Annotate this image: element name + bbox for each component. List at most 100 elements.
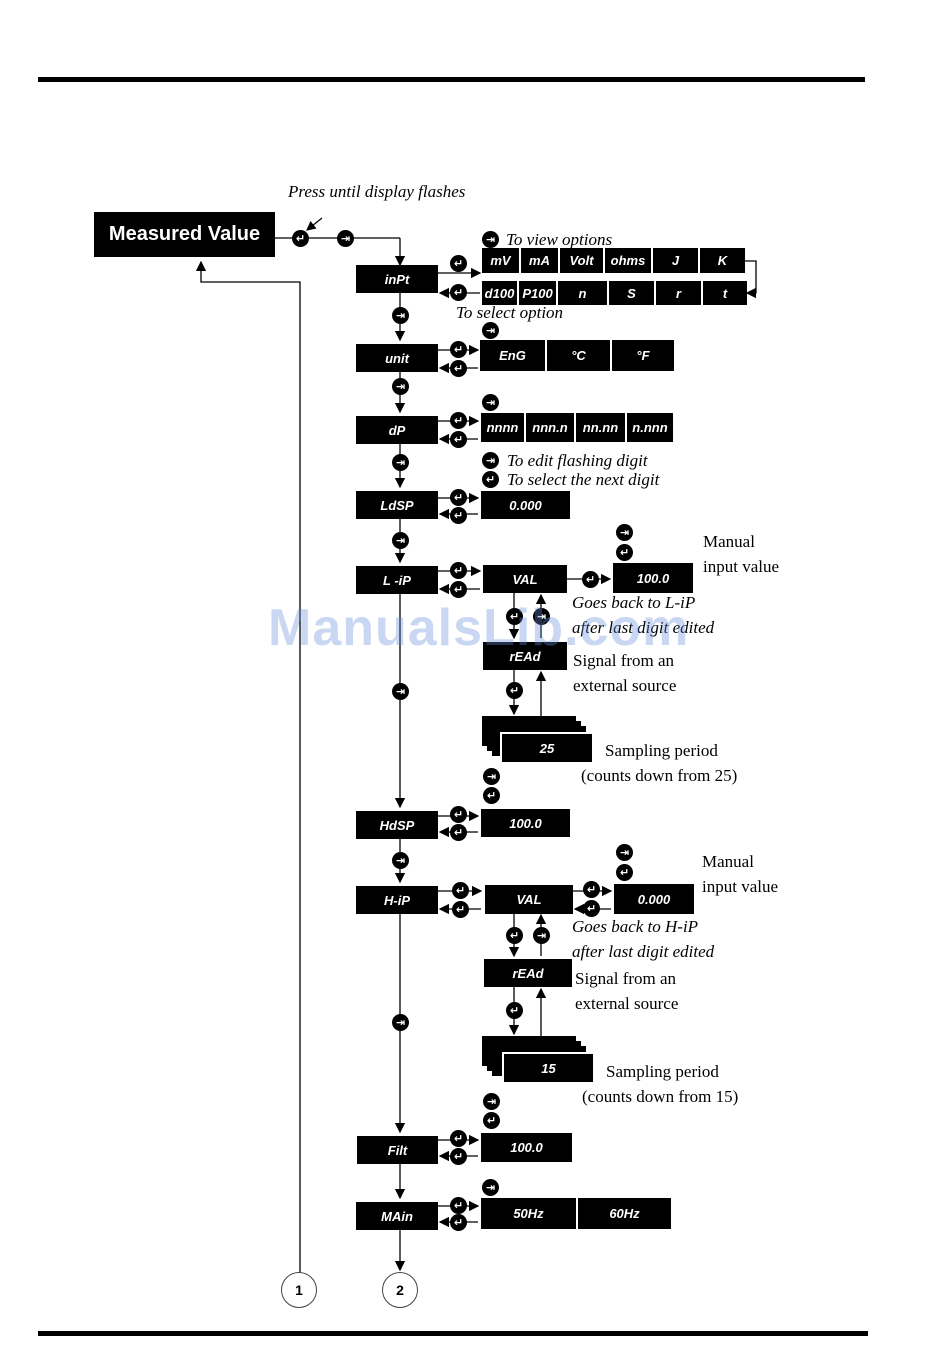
option-50Hz: 50Hz: [481, 1198, 578, 1229]
scroll-icon: ⇥: [392, 454, 409, 471]
enter-icon: ↵: [450, 412, 467, 429]
enter-icon: ↵: [450, 581, 467, 598]
edit-digit-annotation: To edit flashing digit: [507, 451, 648, 470]
H-manual-value: 0.000: [614, 884, 694, 914]
menu-HdSP: HdSP: [356, 811, 438, 839]
option-P100: P100: [519, 281, 558, 305]
L-VAL-block: VAL: [483, 565, 567, 593]
option-EnG: EnG: [480, 340, 547, 371]
enter-icon: ↵: [582, 571, 599, 588]
view-options-annotation: To view options: [506, 230, 613, 249]
menu-LdSP: LdSP: [356, 491, 438, 519]
watermark: ManualsLib.com: [268, 599, 690, 657]
connector-1: 1: [281, 1272, 317, 1308]
enter-icon: ↵: [450, 255, 467, 272]
note-line: Sampling period: [606, 1062, 719, 1081]
H-sampling-note: Sampling period (counts down from 15): [582, 1059, 738, 1109]
enter-icon: ↵: [450, 806, 467, 823]
menu-MAin: MAin: [356, 1202, 438, 1230]
enter-icon: ↵: [506, 1002, 523, 1019]
menu-Filt: Filt: [357, 1136, 438, 1164]
enter-icon: ↵: [292, 230, 309, 247]
scroll-icon: ⇥: [483, 768, 500, 785]
press-until-annotation: Press until display flashes: [288, 182, 466, 201]
L-manual-value: 100.0: [613, 563, 693, 593]
connector-2: 2: [382, 1272, 418, 1308]
note-line: Signal from an: [575, 969, 677, 988]
L-sampling-note: Sampling period (counts down from 25): [581, 738, 737, 788]
option-ohms: ohms: [605, 248, 653, 273]
next-digit-annotation: To select the next digit: [507, 470, 660, 489]
option-degF: °F: [612, 340, 674, 371]
scroll-icon: ⇥: [392, 1014, 409, 1031]
scroll-icon: ⇥: [392, 378, 409, 395]
option-nnnn: nnnn: [481, 413, 526, 442]
scroll-icon: ⇥: [533, 608, 550, 625]
option-n.nnn: n.nnn: [627, 413, 673, 442]
scroll-icon: ⇥: [392, 532, 409, 549]
scroll-icon: ⇥: [392, 307, 409, 324]
LdSP-value: 0.000: [481, 491, 570, 519]
enter-icon: ↵: [583, 900, 600, 917]
inPt-options-row1: mV mA Volt ohms J K: [482, 248, 745, 273]
L-read-block: rEAd: [483, 642, 567, 670]
menu-L-iP: L -iP: [356, 566, 438, 594]
note-line: Signal from an: [573, 651, 675, 670]
enter-icon: ↵: [616, 544, 633, 561]
L-sample-count: 25: [500, 732, 592, 762]
enter-icon: ↵: [450, 1197, 467, 1214]
scroll-icon: ⇥: [533, 927, 550, 944]
back-L-iP-annotation: Goes back to L-iP: [572, 593, 696, 612]
enter-icon: ↵: [450, 341, 467, 358]
Filt-value: 100.0: [481, 1133, 572, 1162]
option-mA: mA: [521, 248, 560, 273]
option-Volt: Volt: [560, 248, 605, 273]
note-line: external source: [573, 676, 677, 695]
scroll-icon: ⇥: [392, 852, 409, 869]
enter-icon: ↵: [450, 562, 467, 579]
enter-icon: ↵: [450, 1214, 467, 1231]
enter-icon: ↵: [450, 431, 467, 448]
menu-H-iP: H-iP: [356, 886, 438, 914]
note-line: input value: [703, 557, 780, 576]
option-t: t: [703, 281, 747, 305]
option-J: J: [653, 248, 700, 273]
H-VAL-block: VAL: [485, 885, 573, 914]
menu-dP: dP: [356, 416, 438, 444]
H-sample-count: 15: [502, 1052, 593, 1082]
option-60Hz: 60Hz: [578, 1198, 671, 1229]
enter-icon: ↵: [506, 608, 523, 625]
enter-icon: ↵: [616, 864, 633, 881]
scroll-icon: ⇥: [482, 394, 499, 411]
scroll-icon: ⇥: [482, 1179, 499, 1196]
enter-icon: ↵: [583, 881, 600, 898]
select-option-annotation: To select option: [456, 303, 564, 322]
back-H-iP-annotation-2: after last digit edited: [572, 942, 715, 961]
scroll-icon: ⇥: [616, 524, 633, 541]
unit-options: EnG °C °F: [480, 340, 674, 371]
option-mV: mV: [482, 248, 521, 273]
bottom-rule: [38, 1331, 868, 1336]
enter-icon: ↵: [450, 507, 467, 524]
H-signal-note: Signal from an external source: [575, 966, 678, 1016]
scroll-icon: ⇥: [616, 844, 633, 861]
enter-icon: ↵: [450, 360, 467, 377]
scroll-icon: ⇥: [337, 230, 354, 247]
H-read-block: rEAd: [484, 959, 572, 987]
enter-icon: ↵: [450, 1148, 467, 1165]
option-nnn.n: nnn.n: [526, 413, 576, 442]
option-n: n: [558, 281, 609, 305]
option-S: S: [609, 281, 656, 305]
option-degC: °C: [547, 340, 612, 371]
menu-unit: unit: [356, 344, 438, 372]
enter-icon: ↵: [452, 882, 469, 899]
note-line: external source: [575, 994, 679, 1013]
option-d100: d100: [482, 281, 519, 305]
inPt-options-row2: d100 P100 n S r t: [482, 281, 747, 305]
note-line: Manual: [703, 532, 755, 551]
enter-icon: ↵: [482, 471, 499, 488]
scroll-icon: ⇥: [482, 231, 499, 248]
note-line: Sampling period: [605, 741, 718, 760]
enter-icon: ↵: [483, 787, 500, 804]
